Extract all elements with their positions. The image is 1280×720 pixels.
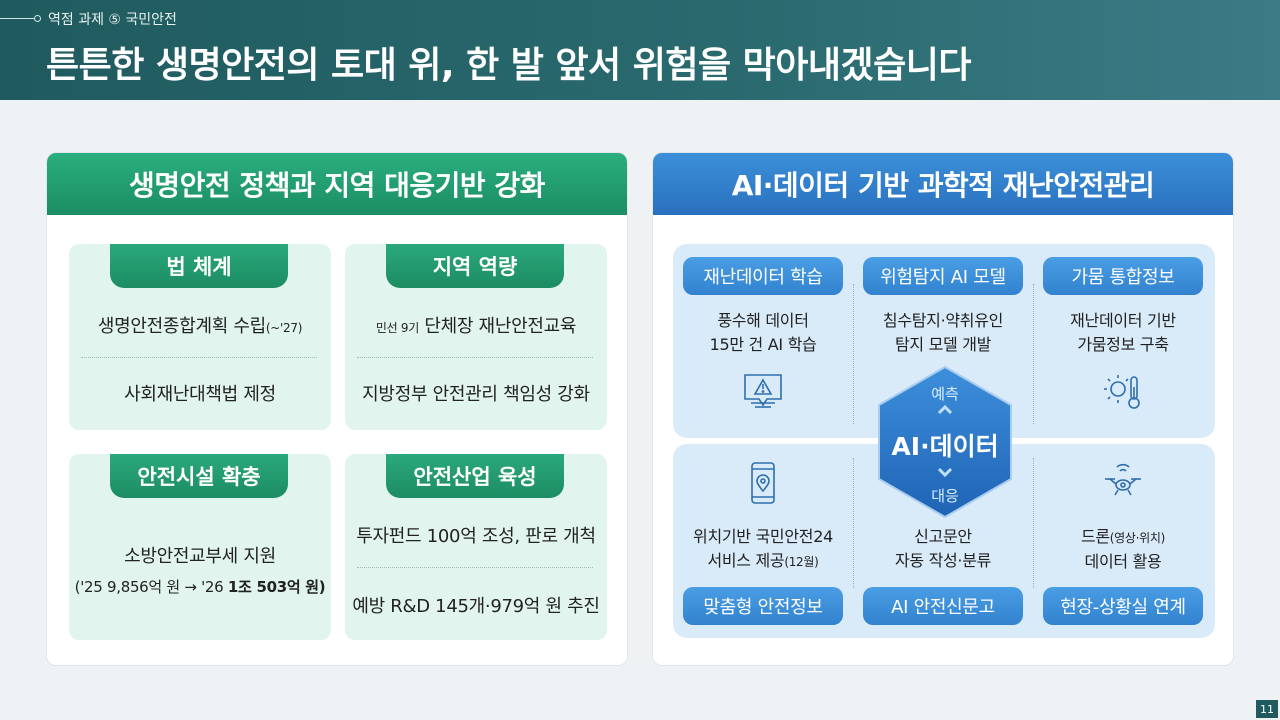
text-main: 서비스 제공 [707,551,785,570]
text-line: 데이터 활용 [1084,552,1162,571]
hex-label-predict: 예측 [931,385,959,403]
text-line: 가뭄정보 구축 [1077,335,1169,354]
top-text-1: 풍수해 데이터 15만 건 AI 학습 [674,309,852,357]
card-item: 예방 R&D 145개·979억 원 추진 [352,596,600,617]
bottom-text-1: 위치기반 국민안전24 서비스 제공(12월) [674,525,852,574]
item-text: 단체장 재난안전교육 [424,316,577,337]
top-text-2: 침수탐지·약취유인 탐지 모델 개발 [854,309,1032,357]
divider [853,458,854,588]
card-legal-system: 법 체계 생명안전종합계획 수립(~'27) 사회재난대책법 제정 [69,244,331,430]
hex-label-center: AI·데이터 [891,432,999,461]
card-item: 투자펀드 100억 조성, 판로 개척 [356,526,596,547]
divider [357,567,593,568]
card-item: 생명안전종합계획 수립(~'27) [69,312,331,338]
warning-message-icon [741,369,785,413]
item-text: 생명안전종합계획 수립 [97,316,266,337]
divider [357,357,593,358]
page-number: 11 [1256,700,1278,718]
divider [1033,458,1034,588]
text-line: 15만 건 AI 학습 [709,335,817,354]
right-panel: AI·데이터 기반 과학적 재난안전관리 재난데이터 학습 위험탐지 AI 모델… [652,152,1234,666]
hexagon-shape [878,365,1012,519]
divider [1033,284,1034,424]
pill-risk-detection-model: 위험탐지 AI 모델 [863,257,1023,295]
divider [853,284,854,424]
right-panel-title: AI·데이터 기반 과학적 재난안전관리 [653,153,1233,215]
text-main: 드론 [1080,527,1110,546]
hex-label-respond: 대응 [931,487,959,505]
phone-location-icon [741,461,785,505]
text-line: 서비스 제공(12월) [674,549,852,574]
card-badge: 법 체계 [110,244,288,288]
text-line: 위치기반 국민안전24 [693,527,833,546]
text-line: 풍수해 데이터 [717,311,809,330]
item-note: 민선 9기 [375,321,419,335]
card-badge: 안전산업 육성 [386,454,564,498]
pill-custom-safety-info: 맞춤형 안전정보 [683,587,843,625]
text-line: 자동 작성·분류 [894,551,992,570]
drone-icon [1101,461,1145,505]
card-badge: 안전시설 확충 [110,454,288,498]
top-text-3: 재난데이터 기반 가뭄정보 구축 [1034,309,1212,357]
page-title: 튼튼한 생명안전의 토대 위, 한 발 앞서 위험을 막아내겠습니다 [46,45,971,86]
bottom-text-3: 드론(영상·위치) 데이터 활용 [1034,525,1212,574]
text-line: 신고문안 [914,527,972,546]
text-line: 드론(영상·위치) [1034,525,1212,550]
card-item: 지방정부 안전관리 책임성 강화 [362,384,590,405]
card-badge: 지역 역량 [386,244,564,288]
pill-disaster-data-learning: 재난데이터 학습 [683,257,843,295]
chevron-up-icon [937,405,953,415]
page-header: 역점 과제 ⑤ 국민안전 튼튼한 생명안전의 토대 위, 한 발 앞서 위험을 … [0,0,1280,100]
item-note: (~'27) [265,321,303,335]
crumb-dot [34,15,41,22]
card-safety-industry: 안전산업 육성 투자펀드 100억 조성, 판로 개척 예방 R&D 145개·… [345,454,607,640]
text-line: 재난데이터 기반 [1070,311,1176,330]
text-note: (12월) [784,555,819,569]
card-item: ('25 9,856억 원 → '26 1조 503억 원) [69,576,331,597]
left-panel-title: 생명안전 정책과 지역 대응기반 강화 [47,153,627,215]
text-note: (영상·위치) [1109,531,1166,545]
item-text: ('25 9,856억 원 → '26 [74,578,228,596]
sun-thermometer-icon [1101,369,1145,413]
text-line: 탐지 모델 개발 [894,335,992,354]
ai-data-hexagon: 예측 AI·데이터 대응 [875,365,1015,519]
card-item: 소방안전교부세 지원 [124,546,276,567]
item-highlight: 1조 503억 원) [227,578,326,596]
chevron-down-icon [937,467,953,477]
divider [81,357,317,358]
card-item: 사회재난대책법 제정 [124,384,276,405]
pill-field-situation-link: 현장-상황실 연계 [1043,587,1203,625]
card-safety-facilities: 안전시설 확충 소방안전교부세 지원 ('25 9,856억 원 → '26 1… [69,454,331,640]
card-item: 민선 9기 단체장 재난안전교육 [345,312,607,338]
text-line: 침수탐지·약취유인 [882,311,1004,330]
bottom-text-2: 신고문안 자동 작성·분류 [854,525,1032,573]
breadcrumb: 역점 과제 ⑤ 국민안전 [48,12,177,28]
pill-ai-safety-report: AI 안전신문고 [863,587,1023,625]
card-regional-capacity: 지역 역량 민선 9기 단체장 재난안전교육 지방정부 안전관리 책임성 강화 [345,244,607,430]
left-panel: 생명안전 정책과 지역 대응기반 강화 법 체계 생명안전종합계획 수립(~'2… [46,152,628,666]
crumb-line [0,18,36,19]
pill-drought-info: 가뭄 통합정보 [1043,257,1203,295]
